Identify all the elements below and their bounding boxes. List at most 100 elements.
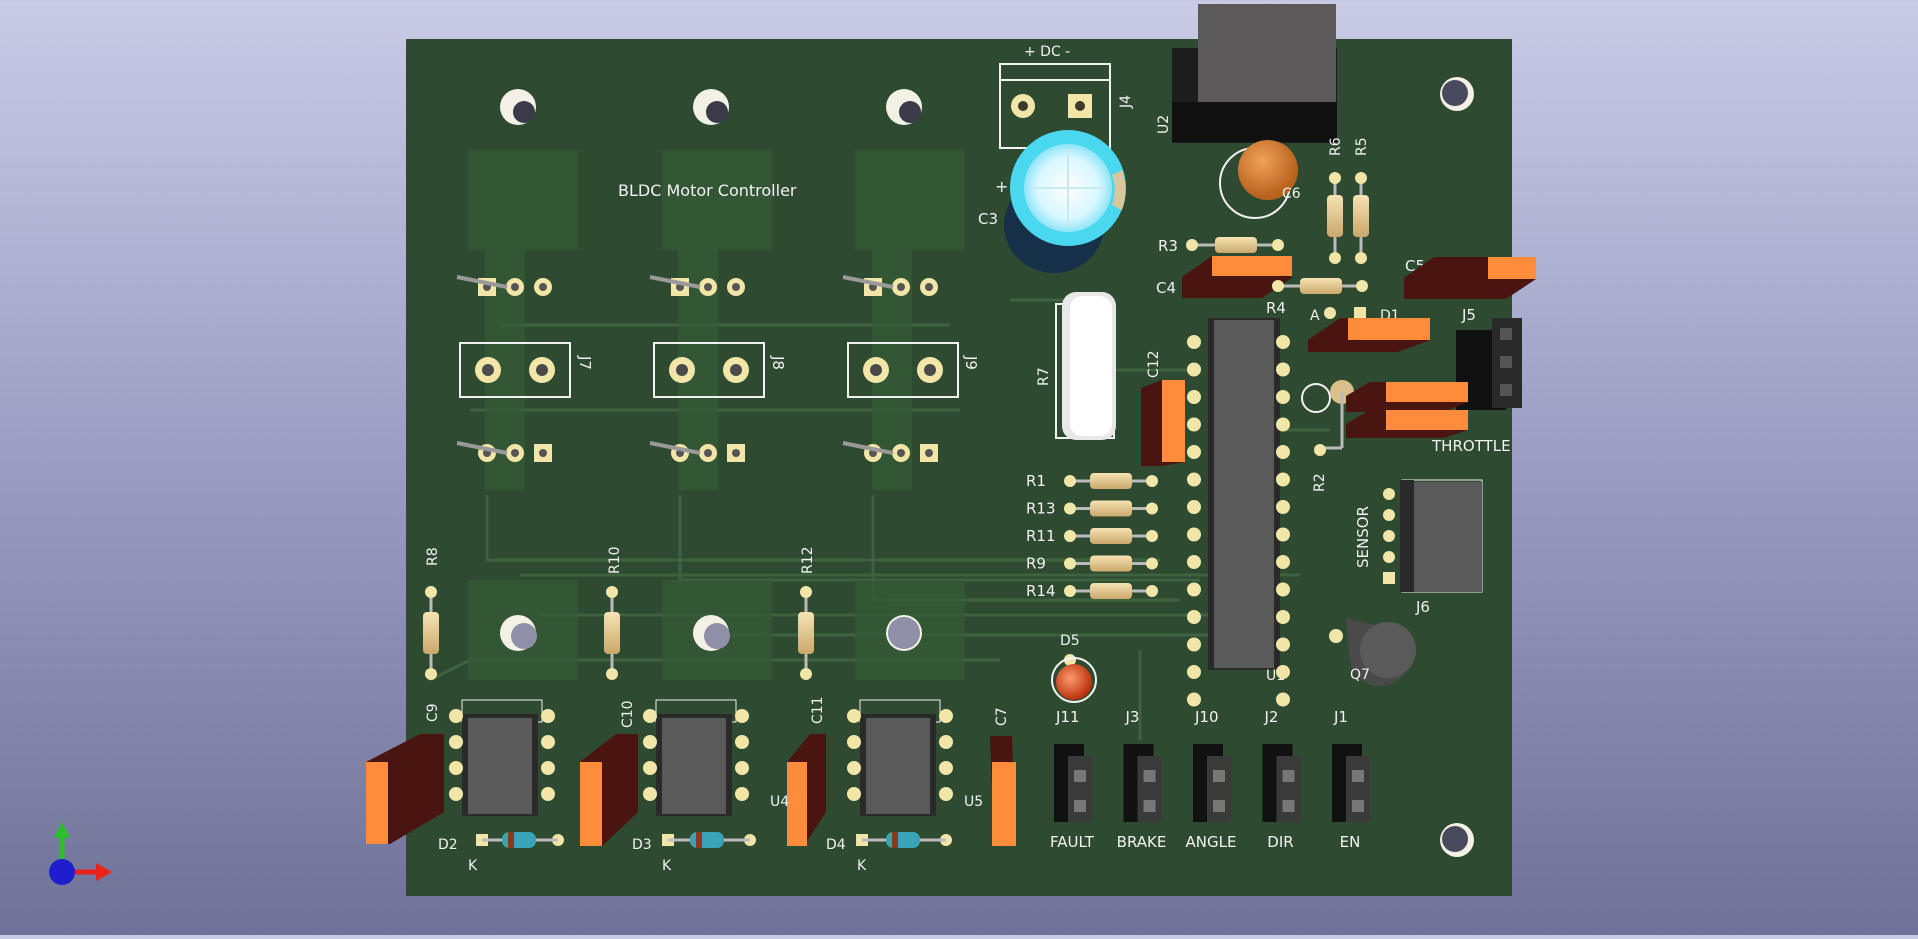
capacitor-C6[interactable]: C6	[1219, 140, 1301, 219]
resistor-R11[interactable]: R11	[1026, 527, 1158, 545]
ic-U1[interactable]: U1	[1208, 318, 1285, 684]
mosfet-pins	[456, 275, 938, 462]
ref-K-D2: K	[468, 858, 478, 874]
ref-R3: R3	[1158, 237, 1178, 255]
board-title: BLDC Motor Controller	[618, 181, 797, 200]
header-label-fault: FAULT	[1050, 833, 1095, 851]
transistor-Q7[interactable]: Q7	[1329, 618, 1416, 686]
diode-D2[interactable]: D2 K	[438, 832, 564, 874]
ref-C10: C10	[620, 700, 636, 728]
mounting-holes-top	[500, 77, 1474, 857]
ref-J8: J8	[769, 355, 787, 370]
ref-J11: J11	[1055, 708, 1080, 726]
capacitor-C12[interactable]: C12	[1141, 350, 1185, 466]
ref-C3: C3	[978, 210, 998, 228]
ref-R6: R6	[1328, 137, 1344, 156]
ref-R5: R5	[1354, 137, 1370, 156]
driver-ic-pins	[449, 709, 953, 801]
ref-R7: R7	[1036, 367, 1052, 386]
header-label-brake: BRAKE	[1117, 833, 1167, 851]
ref-R1: R1	[1026, 472, 1046, 490]
capacitor-C3[interactable]: + C3	[978, 130, 1126, 273]
resistor-R5[interactable]: R5	[1353, 137, 1370, 264]
capacitor-C11[interactable]: C11	[787, 696, 826, 846]
throttle-label: THROTTLE	[1431, 437, 1511, 455]
header-label-dir: DIR	[1267, 833, 1293, 851]
ref-K-D3: K	[662, 858, 672, 874]
ref-C11: C11	[810, 696, 826, 724]
header-label-en: EN	[1340, 833, 1361, 851]
resistor-R13[interactable]: R13	[1026, 500, 1158, 518]
resistor-R14[interactable]: R14	[1026, 582, 1158, 600]
resistor-R8[interactable]: R8	[423, 547, 441, 680]
driver-ic-1[interactable]	[461, 699, 543, 816]
resistor-R12[interactable]: R12	[798, 546, 816, 680]
diode-D3[interactable]: D3 K	[632, 832, 756, 874]
header-label-angle: ANGLE	[1186, 833, 1237, 851]
driver-ic-U4[interactable]: U4	[655, 699, 789, 816]
led-D5[interactable]: D5	[1051, 633, 1097, 703]
ref-J6: J6	[1415, 598, 1430, 616]
ref-J5: J5	[1461, 306, 1476, 324]
driver-ic-U5[interactable]: U5	[859, 699, 983, 816]
capacitor-C7[interactable]: C7	[990, 707, 1016, 846]
ref-D5: D5	[1060, 633, 1080, 649]
resistor-R3[interactable]: R3	[1158, 237, 1284, 255]
diode-D1[interactable]: A D1	[1308, 307, 1430, 352]
ic-U1-pins	[1187, 335, 1290, 707]
ref-U4: U4	[770, 794, 789, 810]
capacitor-C4[interactable]: C4	[1156, 256, 1292, 298]
diode-D4[interactable]: D4 K	[826, 832, 952, 874]
ref-J4: J4	[1118, 95, 1134, 109]
ref-J3: J3	[1125, 708, 1140, 726]
phase-connector-J7[interactable]: J7	[459, 342, 594, 398]
ref-R2: R2	[1312, 473, 1328, 492]
ref-C12: C12	[1146, 350, 1162, 378]
ref-D2: D2	[438, 837, 458, 853]
resistor-R10[interactable]: R10	[604, 546, 623, 680]
ref-J2: J2	[1264, 708, 1279, 726]
ref-K-D4: K	[857, 858, 867, 874]
ref-J9: J9	[962, 355, 980, 370]
ref-R4: R4	[1266, 299, 1286, 317]
ref-U5: U5	[964, 794, 983, 810]
capacitor-C5[interactable]: C5	[1404, 257, 1536, 299]
ref-R13: R13	[1026, 500, 1056, 518]
ref-U2: U2	[1156, 115, 1172, 134]
z-axis-icon	[49, 859, 75, 885]
regulator-U2[interactable]: U2	[1156, 4, 1337, 143]
capacitor-C9[interactable]: C9	[366, 703, 444, 844]
sensor-label: SENSOR	[1354, 506, 1372, 568]
resistor-R4[interactable]: R4	[1266, 278, 1368, 317]
sensor-header-J6[interactable]: SENSOR J6	[1354, 479, 1483, 616]
capacitor-C10[interactable]: C10	[580, 700, 638, 846]
ref-D4: D4	[826, 837, 846, 853]
ref-C9: C9	[425, 703, 441, 722]
potentiometer-area[interactable]: R2 THROTTLE	[1301, 380, 1511, 492]
resistor-R6[interactable]: R6	[1327, 137, 1344, 264]
ref-A: A	[1310, 308, 1320, 324]
phase-connector-J8[interactable]: J8	[653, 342, 787, 398]
ref-Q7: Q7	[1350, 667, 1370, 683]
power-polarity-label: + DC -	[1024, 44, 1070, 60]
x-axis-arrow-icon	[96, 863, 112, 881]
phase-connector-J9[interactable]: J9	[847, 342, 980, 398]
axis-gizmo	[49, 822, 112, 885]
svg-text:+: +	[995, 177, 1008, 196]
ref-C6: C6	[1282, 186, 1301, 202]
mounting-holes-bottom	[500, 615, 922, 651]
resistor-R1[interactable]: R1	[1026, 472, 1158, 490]
resistor-R9[interactable]: R9	[1026, 555, 1158, 573]
ref-R10: R10	[607, 546, 623, 574]
ref-R14: R14	[1026, 582, 1056, 600]
resistor-R7[interactable]: R7	[1036, 292, 1116, 440]
ref-R11: R11	[1026, 527, 1056, 545]
